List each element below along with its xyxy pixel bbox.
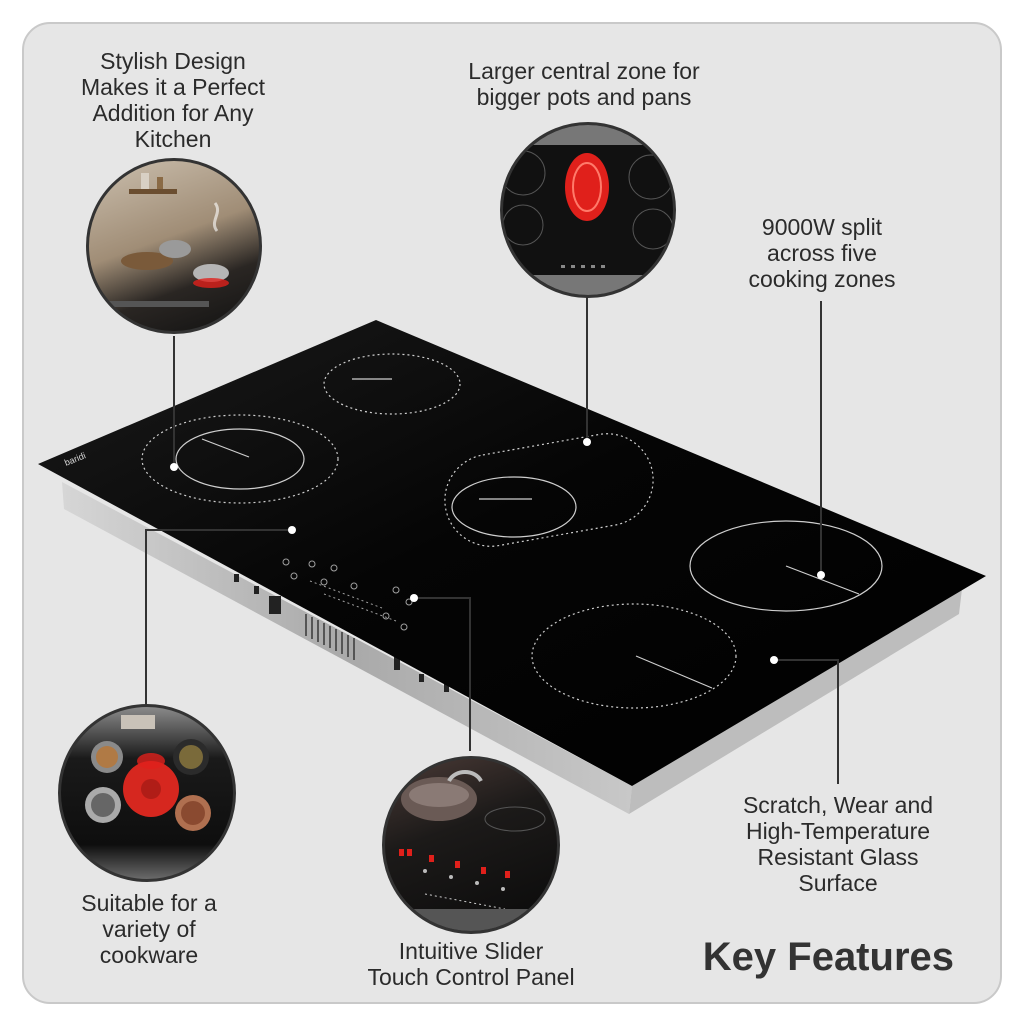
cooking-zones <box>141 353 883 709</box>
feature-central-zone: Larger central zone for bigger pots and … <box>468 58 700 110</box>
feature-glass-surface: Scratch, Wear and High-Temperature Resis… <box>742 792 934 896</box>
touch-controls <box>282 558 413 631</box>
feature-stylish-design: Stylish Design Makes it a Perfect Additi… <box>80 48 266 152</box>
leader-lines <box>145 296 839 784</box>
feature-power: 9000W split across five cooking zones <box>748 214 896 292</box>
page-title: Key Features <box>702 935 954 979</box>
glass-top <box>38 320 986 786</box>
feature-card: baridi <box>22 22 1002 1004</box>
feature-touch-controls: Intuitive Slider Touch Control Panel <box>367 938 575 990</box>
zone-closeup-photo <box>500 122 676 298</box>
kitchen-photo <box>86 158 262 334</box>
control-panel-photo <box>382 756 560 934</box>
cookware-photo <box>58 704 236 882</box>
leader-dots <box>170 438 825 664</box>
steel-frame <box>62 482 962 814</box>
feature-cookware: Suitable for a variety of cookware <box>81 890 217 968</box>
cooktop-illustration: baridi <box>38 296 986 814</box>
